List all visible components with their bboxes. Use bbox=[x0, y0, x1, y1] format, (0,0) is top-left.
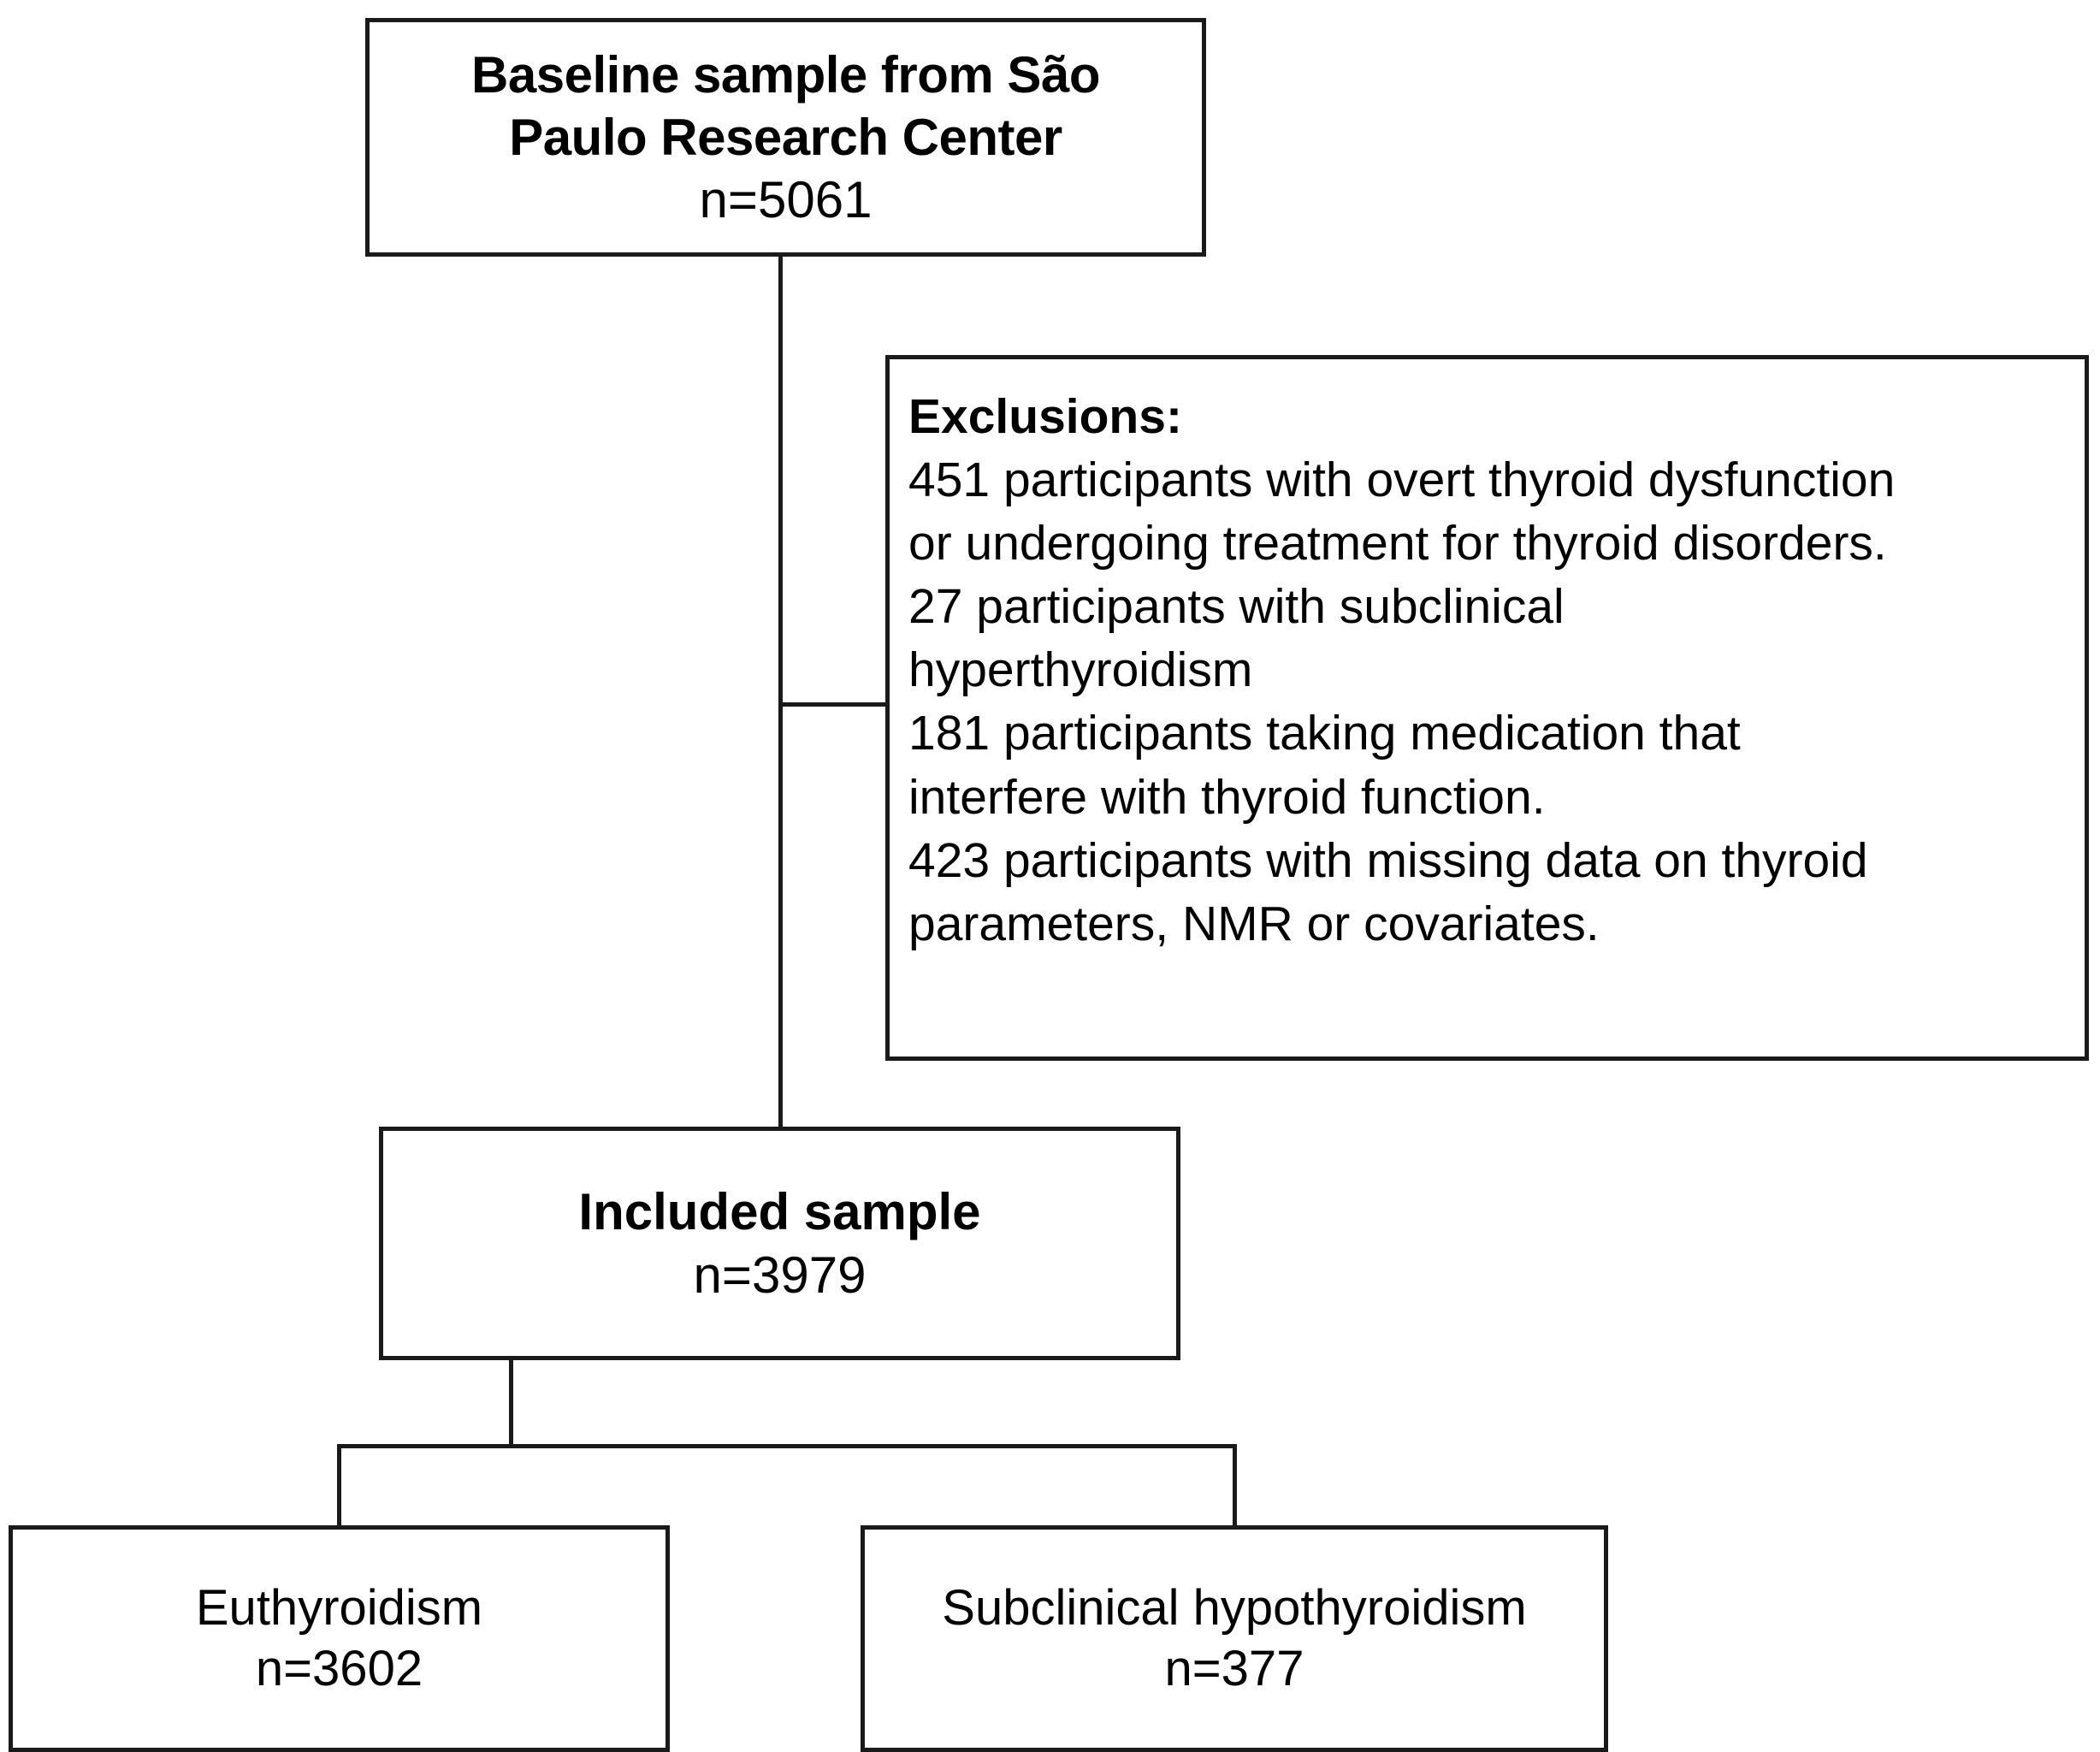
connector-branch-to-exclusions bbox=[778, 702, 887, 707]
subclinical-count: n=377 bbox=[1164, 1640, 1304, 1696]
exclusions-item-line: interfere with thyroid function. bbox=[908, 769, 1546, 825]
euthyroidism-count: n=3602 bbox=[255, 1640, 423, 1696]
baseline-title-line-2: Paulo Research Center bbox=[509, 108, 1062, 166]
node-exclusions: Exclusions: 451 participants with overt … bbox=[885, 355, 2089, 1061]
node-subclinical-hypothyroidism: Subclinical hypothyroidism n=377 bbox=[861, 1525, 1608, 1752]
included-title: Included sample bbox=[578, 1183, 981, 1241]
exclusions-item-line: 27 participants with subclinical bbox=[908, 579, 1565, 635]
connector-included-to-split bbox=[509, 1360, 513, 1448]
node-baseline-sample: Baseline sample from São Paulo Research … bbox=[365, 18, 1206, 257]
connector-split-to-euthyroidism bbox=[337, 1444, 341, 1528]
subclinical-title: Subclinical hypothyroidism bbox=[942, 1579, 1527, 1636]
node-included-sample: Included sample n=3979 bbox=[379, 1127, 1180, 1360]
connector-split-to-subclinical bbox=[1233, 1444, 1237, 1528]
connector-baseline-to-included bbox=[778, 257, 783, 1129]
exclusions-heading: Exclusions: bbox=[908, 389, 1182, 444]
exclusions-item-line: 181 participants taking medication that bbox=[908, 706, 1741, 761]
exclusions-item-line: 451 participants with overt thyroid dysf… bbox=[908, 453, 1896, 508]
exclusions-item-line: parameters, NMR or covariates. bbox=[908, 896, 1600, 951]
baseline-count: n=5061 bbox=[699, 171, 873, 229]
node-euthyroidism: Euthyroidism n=3602 bbox=[9, 1525, 670, 1752]
exclusions-item-line: 423 participants with missing data on th… bbox=[908, 832, 1868, 888]
baseline-title-line-1: Baseline sample from São bbox=[471, 45, 1100, 104]
euthyroidism-title: Euthyroidism bbox=[195, 1579, 483, 1636]
exclusions-item-line: or undergoing treatment for thyroid diso… bbox=[908, 516, 1887, 571]
included-count: n=3979 bbox=[693, 1246, 867, 1304]
exclusions-item-line: hyperthyroidism bbox=[908, 642, 1253, 698]
connector-split-bar bbox=[337, 1444, 1237, 1448]
